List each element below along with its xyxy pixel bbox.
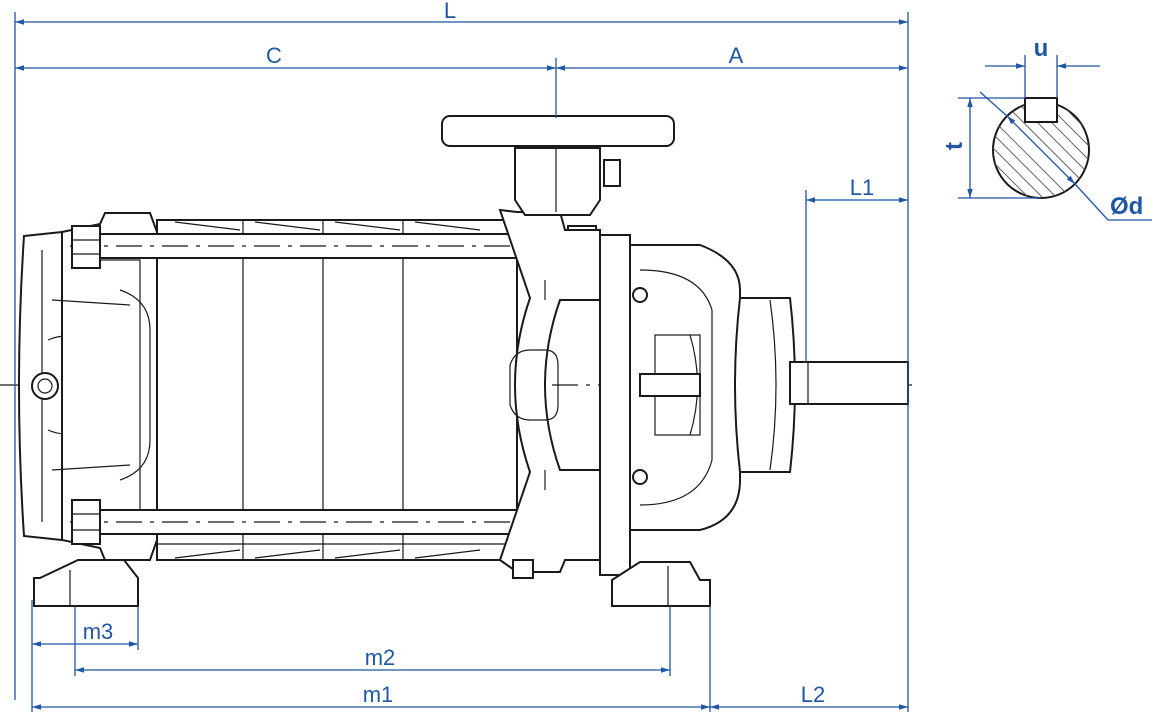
stage-casings: [156, 219, 518, 561]
discharge-flange: [441, 115, 675, 147]
dim-line-d: [1006, 115, 1076, 185]
right-foot: [611, 561, 711, 607]
drain-plug: [31, 372, 59, 400]
shaft-end: [789, 361, 909, 405]
label-m3: m3: [83, 619, 114, 644]
nut-bottom-left: [71, 499, 101, 545]
label-m1: m1: [363, 682, 394, 707]
label-t: t: [941, 142, 968, 150]
left-foot: [33, 559, 139, 607]
label-C: C: [266, 43, 282, 68]
dimension-lines: [14, 12, 1152, 712]
keyway: [1024, 97, 1058, 123]
nut-top-left: [71, 225, 101, 269]
dimension-labels: L C A L1 m3 m2 m1 L2 u t Ød: [83, 0, 1144, 707]
label-L: L: [444, 0, 456, 23]
bearing-cap: [734, 297, 796, 473]
bearing-flange-plate: [599, 234, 631, 576]
label-L2: L2: [801, 682, 825, 707]
label-A: A: [729, 43, 744, 68]
label-m2: m2: [365, 645, 396, 670]
label-u: u: [1034, 35, 1049, 62]
label-L1: L1: [850, 175, 874, 200]
pump-outline: [0, 115, 915, 607]
discharge-nozzle: [514, 147, 601, 216]
label-d: Ød: [1110, 193, 1143, 220]
